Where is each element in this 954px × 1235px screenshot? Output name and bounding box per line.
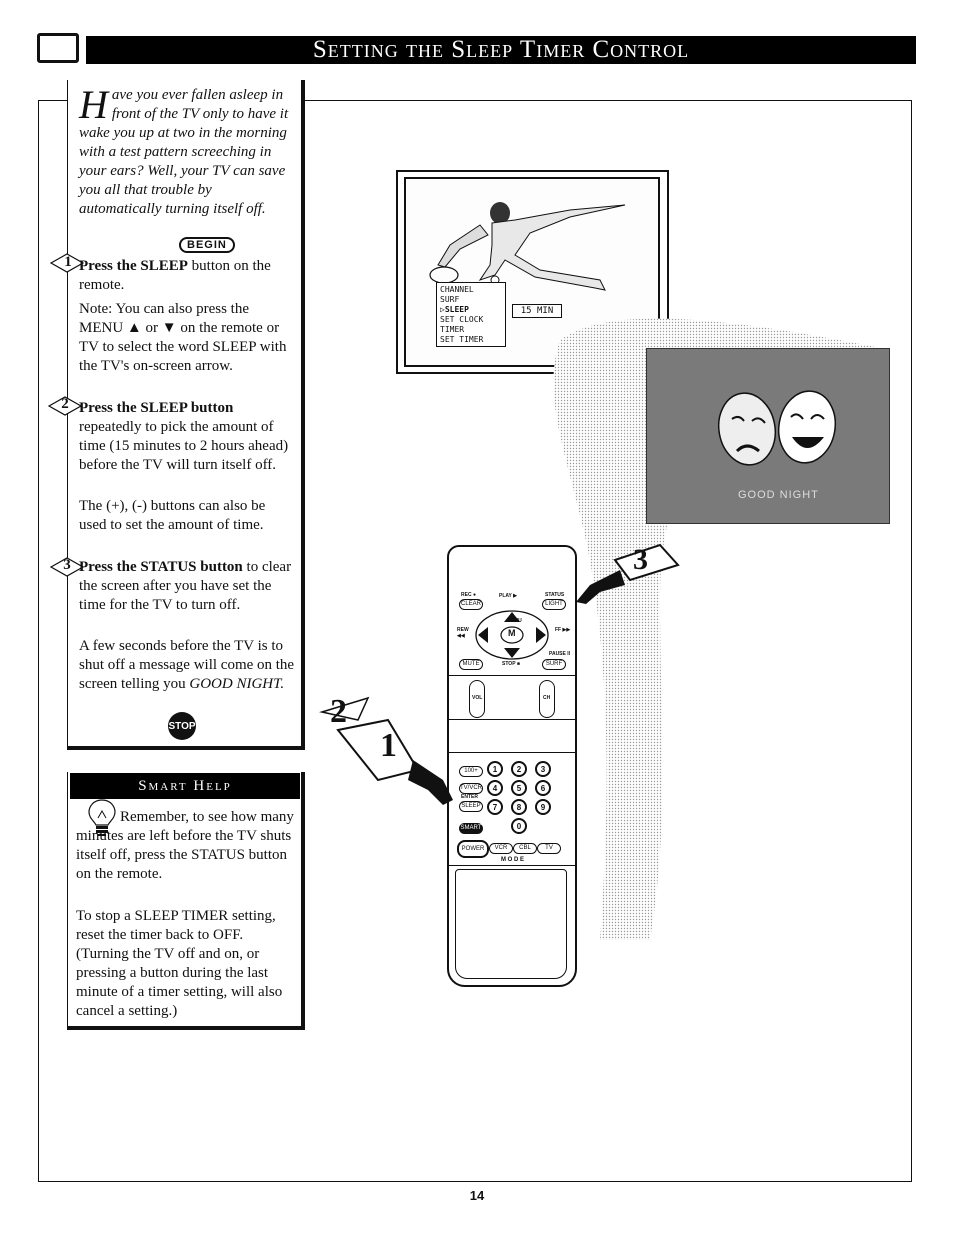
mode-cbl-button[interactable]: CBL [513,843,537,854]
step-1-note: Note: You can also press the MENU ▲ or ▼… [79,301,287,374]
goodnight-screen [646,348,890,524]
enter-label: ENTER [461,794,478,800]
osd-item: CHANNEL [440,285,474,294]
vol-label: VOL [472,695,483,701]
step-1-number: 1 [64,254,72,270]
instructions-panel: H ave you ever fallen asleep in front of… [48,80,305,750]
smart-help-panel [67,772,305,1030]
osd-item: SURF [440,295,460,304]
step-3-text: Press the STATUS button to clear the scr… [79,559,292,613]
menu-label: MENU [507,618,522,624]
ff-label: FF ▶▶ [555,627,571,633]
step-3-number: 3 [63,557,71,573]
intro-text: ave you ever fallen asleep in front of t… [79,87,289,217]
m-label: M [508,628,516,638]
smart-help-title: Smart Help [70,773,300,799]
step-3-note: A few seconds before the TV is to shut o… [79,638,295,692]
power-button[interactable]: POWER [457,840,489,858]
osd-item: SET TIMER [440,335,484,344]
key-1[interactable]: 1 [487,761,503,777]
key-5[interactable]: 5 [511,780,527,796]
smart-button[interactable]: SMART [459,823,483,834]
key-4[interactable]: 4 [487,780,503,796]
callout-3: 3 [633,543,648,576]
rew-label: REW ◀◀ [457,627,469,639]
callout-arrows-1-2 [319,696,453,805]
intro-paragraph: H ave you ever fallen asleep in front of… [79,82,295,219]
tv-vcr-button[interactable]: TV/VCR [459,783,483,794]
page-title: Setting the Sleep Timer Control [86,36,916,64]
light-button[interactable]: LIGHT [542,599,566,610]
osd-item: TIMER [440,325,465,334]
sleep-button[interactable]: SLEEP [459,801,483,812]
step-2-icon [48,396,82,416]
step-2-note: The (+), (-) buttons can also be used to… [79,498,266,533]
osd-sleep-value: 15 MIN [512,304,562,318]
step-2-text: Press the SLEEP button repeatedly to pic… [79,400,289,473]
surf-button[interactable]: SURF [542,659,566,670]
status-label: STATUS [545,592,565,598]
light-beam [553,318,890,940]
osd-item-selected: ▷SLEEP [440,305,469,314]
step-3-icon [50,557,84,577]
volume-rocker[interactable] [469,680,485,718]
mode-vcr-button[interactable]: VCR [489,843,513,854]
step-1-icon [50,253,84,273]
key-8[interactable]: 8 [511,799,527,815]
goodnight-message: GOOD NIGHT [738,489,819,501]
key-7[interactable]: 7 [487,799,503,815]
corner-box [37,33,79,63]
begin-badge: BEGIN [179,235,235,253]
100-plus-button[interactable]: 100+ [459,766,483,777]
mode-tv-button[interactable]: TV [537,843,561,854]
smart-help-paragraph-2: To stop a SLEEP TIMER setting, reset the… [76,908,283,1019]
callout-1: 1 [380,727,397,764]
osd-item: SET CLOCK [440,315,484,324]
dropcap: H [79,82,108,127]
mute-button[interactable]: MUTE [459,659,483,670]
key-0[interactable]: 0 [511,818,527,834]
play-label: PLAY ▶ [499,593,518,599]
pause-label: PAUSE II [549,651,571,657]
mode-label: M O D E [501,857,525,863]
lightbulb-icon [88,799,116,836]
key-9[interactable]: 9 [535,799,551,815]
remote-control: REC ● PLAY ▶ STATUS CLEAR LIGHT MENU M R… [447,545,577,987]
key-3[interactable]: 3 [535,761,551,777]
smart-help-paragraph-1: Remember, to see how many minutes are le… [76,809,294,882]
stop-label: STOP ■ [502,661,520,667]
stop-icon: STOP [168,712,196,740]
callout-arrow-3 [576,543,680,604]
step-2-number: 2 [61,396,69,412]
callout-2: 2 [330,693,347,730]
key-6[interactable]: 6 [535,780,551,796]
ch-label: CH [543,695,551,701]
rec-label: REC ● [461,592,476,598]
menu-dpad[interactable] [474,609,550,661]
step-1-text: Press the SLEEP button on the remote. [79,258,271,293]
osd-menu: CHANNEL SURF ▷SLEEP SET CLOCK TIMER SET … [436,282,506,347]
page-number: 14 [469,1188,485,1203]
clear-button[interactable]: CLEAR [459,599,483,610]
theater-masks-illustration [717,390,837,466]
key-2[interactable]: 2 [511,761,527,777]
page-frame [38,100,912,1182]
channel-rocker[interactable] [539,680,555,718]
